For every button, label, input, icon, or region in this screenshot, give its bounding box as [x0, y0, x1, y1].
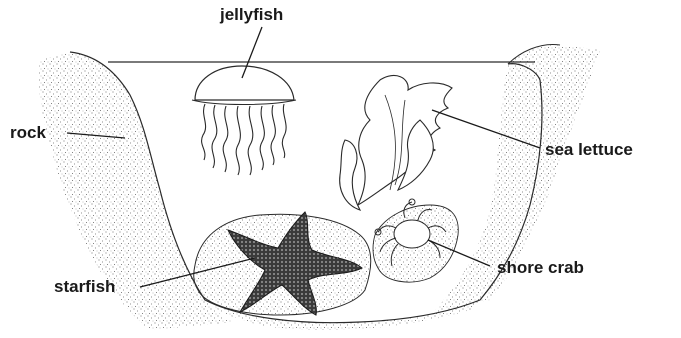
label-jellyfish: jellyfish: [220, 6, 283, 23]
label-rock: rock: [10, 124, 46, 141]
label-sea-lettuce: sea lettuce: [545, 141, 633, 158]
jellyfish-drawing: [192, 66, 296, 175]
jellyfish-tentacles: [202, 104, 287, 175]
label-starfish: starfish: [54, 278, 115, 295]
label-shore-crab: shore crab: [497, 259, 584, 276]
sea-lettuce-drawing: [340, 75, 452, 210]
